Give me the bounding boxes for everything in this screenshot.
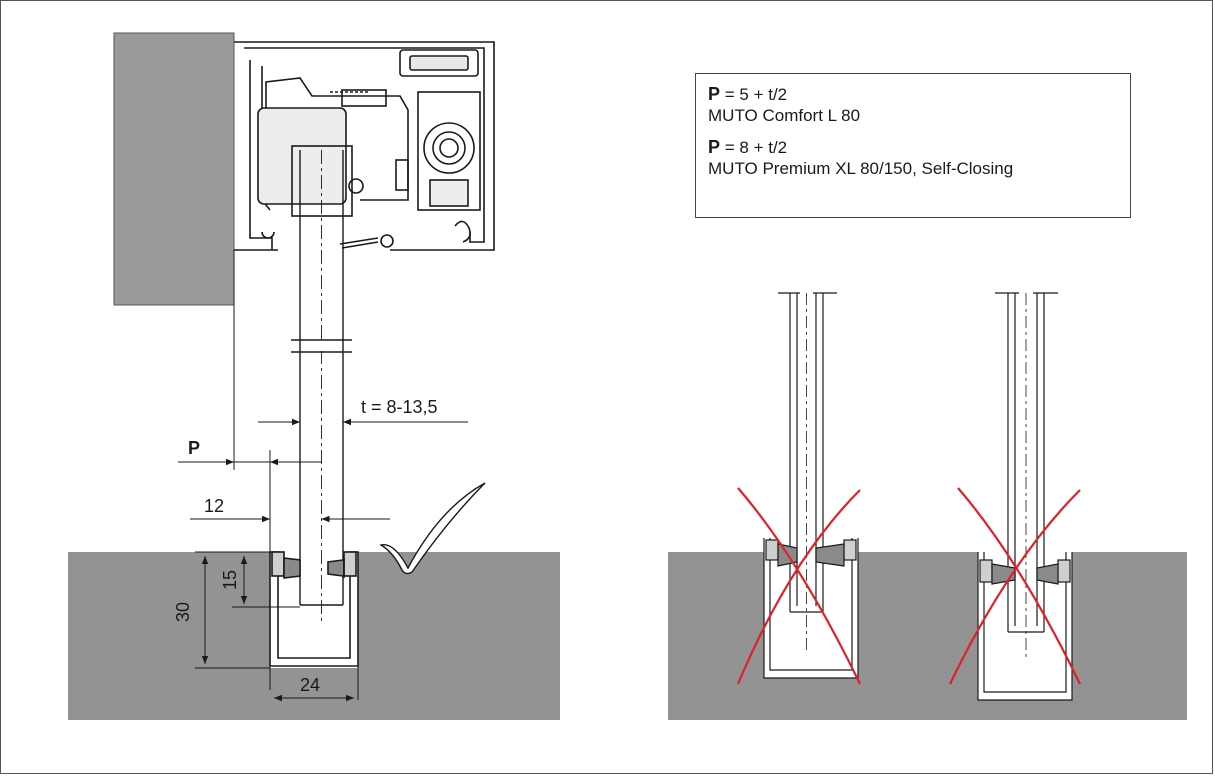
floor	[68, 552, 560, 720]
floor-right	[668, 552, 1187, 720]
formula-product: MUTO Premium XL 80/150, Self-Closing	[708, 159, 1014, 178]
offset-label: P	[188, 438, 200, 458]
thickness-dimension: t = 8-13,5	[361, 397, 438, 417]
right-installations	[668, 292, 1187, 720]
cross-out-icon	[736, 487, 861, 685]
width-dimension: 24	[300, 675, 320, 695]
formula-box: P = 5 + t/2 MUTO Comfort L 80 P = 8 + t/…	[695, 73, 1131, 218]
depth-dimension: 30	[173, 602, 193, 622]
formula-symbol: P	[708, 84, 721, 104]
formula-line: P = 5 + t/2	[708, 84, 1118, 105]
checkmark-icon	[379, 482, 486, 575]
insertion-dimension: 15	[220, 570, 240, 590]
formula-expression: = 5 + t/2	[720, 85, 788, 104]
glass-panel	[291, 150, 352, 625]
track-housing	[234, 41, 495, 251]
formula-product: MUTO Comfort L 80	[708, 106, 861, 125]
left-installation: t = 8-13,5 P 12 30 15 24	[68, 32, 560, 720]
wrong-example-a	[763, 292, 859, 679]
center-dimension: 12	[204, 496, 224, 516]
wall	[113, 32, 235, 306]
formula-symbol: P	[708, 137, 721, 157]
cross-out-icon	[949, 487, 1081, 685]
formula-line: P = 8 + t/2	[708, 137, 1118, 158]
dimension-lines	[178, 250, 468, 702]
u-channel	[269, 551, 359, 667]
formula-expression: = 8 + t/2	[720, 138, 788, 157]
